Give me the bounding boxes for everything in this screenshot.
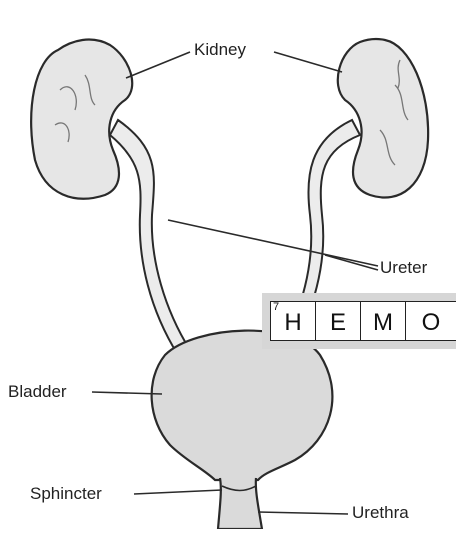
ureter-leader-right xyxy=(325,255,378,270)
crossword-letter: M xyxy=(373,309,393,336)
crossword-cell: O xyxy=(405,301,456,341)
crossword-cell: 7 H xyxy=(270,301,316,341)
crossword-letter: H xyxy=(284,309,301,336)
bladder-label: Bladder xyxy=(8,382,67,402)
kidney-leader-right xyxy=(274,52,342,72)
ureter-label: Ureter xyxy=(380,258,427,278)
bladder xyxy=(152,331,333,480)
crossword-overlay: 7 H E M O xyxy=(262,293,456,349)
left-kidney xyxy=(31,40,132,199)
ureter-leader-left xyxy=(168,220,378,266)
sphincter-label: Sphincter xyxy=(30,484,102,504)
crossword-letter: O xyxy=(422,309,441,336)
urethra-label: Urethra xyxy=(352,503,409,523)
crossword-clue-number: 7 xyxy=(273,300,279,314)
urethra-leader xyxy=(258,512,348,514)
crossword-cell: M xyxy=(360,301,406,341)
kidney-leader-left xyxy=(126,52,190,78)
crossword-cell: E xyxy=(315,301,361,341)
sphincter-leader xyxy=(134,490,222,494)
crossword-letter: E xyxy=(330,309,346,336)
kidney-label: Kidney xyxy=(194,40,246,60)
right-kidney xyxy=(338,39,428,198)
